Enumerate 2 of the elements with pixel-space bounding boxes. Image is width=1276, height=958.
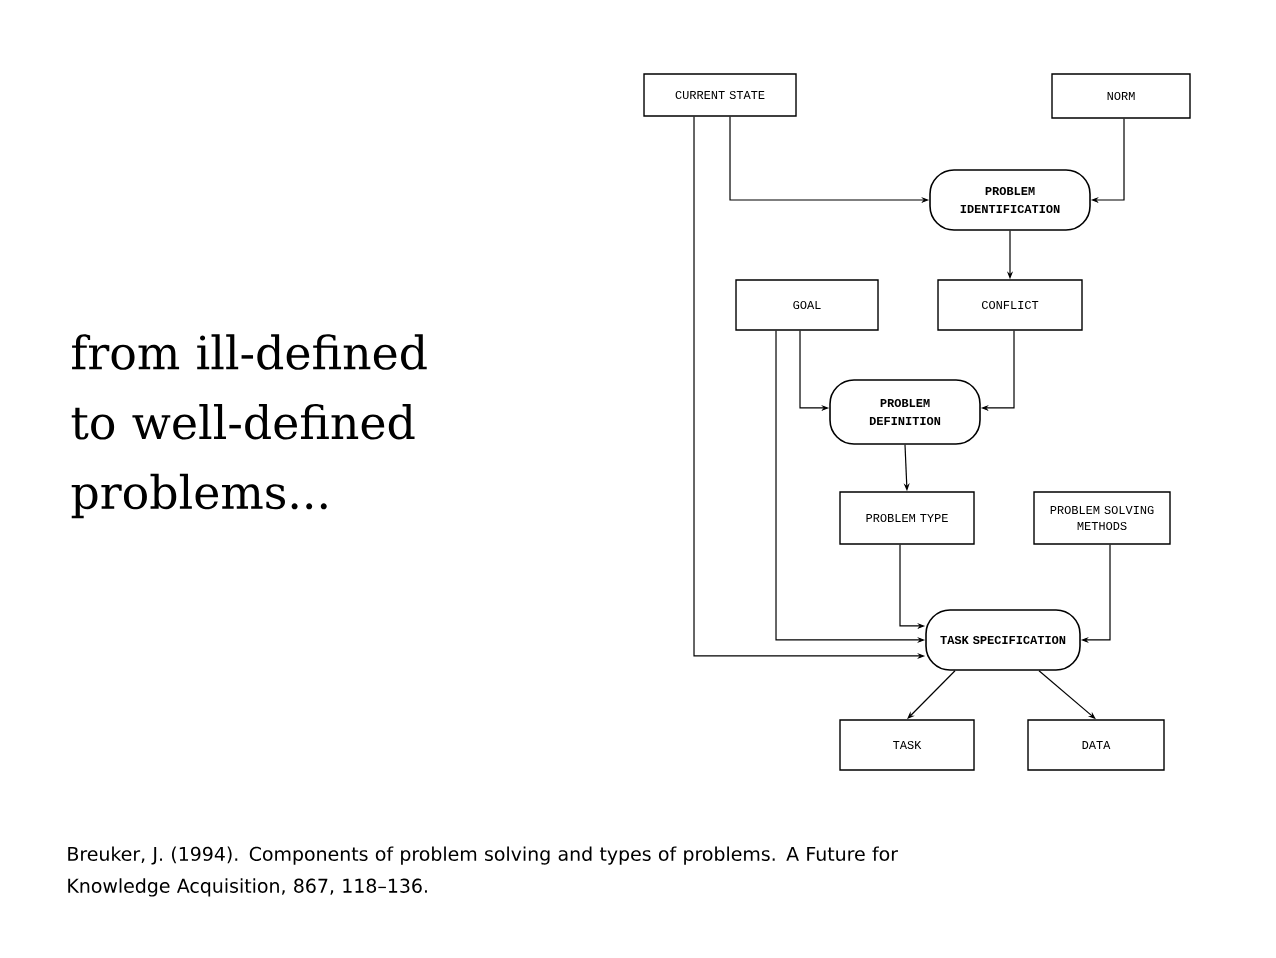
citation: Breuker, J. (1994). Components of problem solving and types of problems. A Future for Knowledge Acquisition, 867, 118–136. [68, 846, 898, 897]
heading: from ill-defined to well-defined problems... [71, 334, 427, 519]
